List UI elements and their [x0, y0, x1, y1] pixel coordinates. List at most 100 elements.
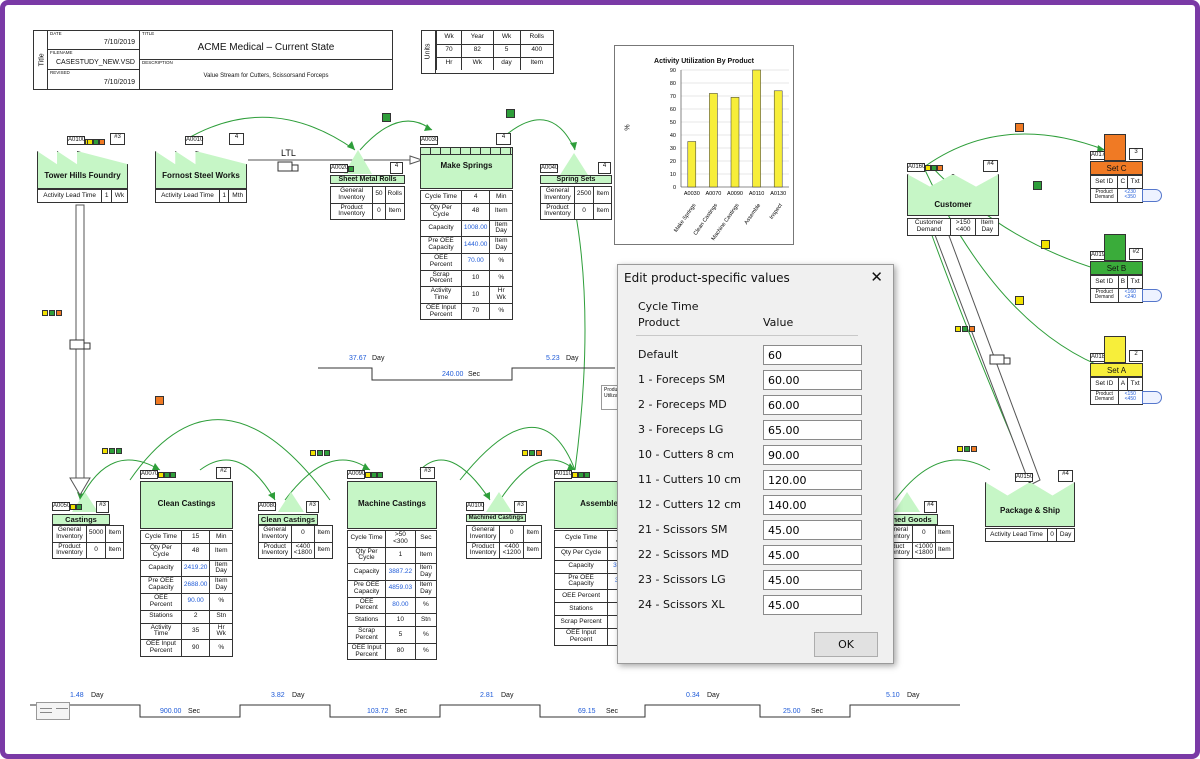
timeline-day-unit: Day	[292, 692, 305, 699]
supplier-name: Fornost Steel Works	[162, 171, 240, 180]
toggle-icon[interactable]	[1142, 289, 1162, 302]
row-label: Scrap Percent	[346, 626, 387, 644]
product-value-input[interactable]	[763, 470, 862, 490]
row-value[interactable]: 80	[385, 642, 416, 661]
inventory-triangle-icon	[278, 492, 304, 512]
row-value[interactable]: 10	[385, 613, 416, 628]
process-row: Stations5	[554, 602, 620, 617]
kanban-signal-icon	[1015, 123, 1024, 132]
row-value[interactable]: 70.00	[460, 252, 491, 271]
row-value[interactable]: 1440.00	[460, 236, 491, 254]
product-value-input[interactable]	[763, 495, 862, 515]
product-value-input[interactable]	[763, 520, 862, 540]
row-value[interactable]: 5	[385, 626, 416, 644]
product-label: 11 - Cutters 10 cm	[638, 473, 742, 486]
kanban-signal-icon	[1015, 296, 1024, 305]
process-data-table: Cycle Time>45 <140Qty Per Cycle1Capacity…	[554, 530, 620, 646]
supplier-name: Tower Hills Foundry	[44, 171, 121, 180]
title-block: Title DATE 7/10/2019 FILENAME CASESTUDY_…	[33, 30, 393, 90]
row-value[interactable]: 3097.4	[607, 559, 620, 574]
row-unit: Hr Wk	[489, 286, 513, 304]
row-label: Cycle Time	[420, 190, 462, 204]
row-value[interactable]: 2419.20	[180, 559, 211, 578]
product-value-input[interactable]	[763, 395, 862, 415]
chart-xtick: A0030	[684, 191, 700, 197]
row-value[interactable]: 1	[385, 546, 416, 565]
inventory-machined-castings[interactable]: A0100 #3 Machined Castings General Inven…	[465, 492, 542, 562]
chart-ytick: 60	[670, 107, 676, 113]
chart-bar	[709, 93, 718, 188]
customer[interactable]: A0160 #4 Customer Customer Demand>150 <4…	[907, 160, 999, 238]
supplier-fornost[interactable]: A0010 4 Fornost Steel Works Activity Lea…	[155, 133, 247, 207]
inventory-sheet-metal[interactable]: A0020 4 Sheet Metal Rolls General Invent…	[329, 150, 406, 221]
row-value[interactable]: 90	[180, 639, 211, 657]
row-value[interactable]: 80.00	[385, 596, 416, 615]
row-value[interactable]: 48	[460, 203, 491, 221]
row-value[interactable]: 35	[180, 622, 211, 641]
toggle-icon[interactable]	[1142, 391, 1162, 404]
kanban-signal-icon	[506, 109, 515, 118]
chart-xtick: A0110	[749, 191, 765, 197]
close-icon[interactable]: ✕	[870, 268, 883, 286]
row-value[interactable]: 70	[460, 302, 491, 321]
timeline-sec-unit: Sec	[606, 708, 619, 715]
row-value[interactable]: 4	[460, 190, 491, 204]
supplier-code: A0100	[67, 136, 86, 145]
process-name: Assemble	[580, 499, 618, 508]
row-value[interactable]: 90.00	[180, 592, 211, 611]
process-machine-castings[interactable]: A0090 #3 Machine Castings Cycle Time>50 …	[346, 467, 438, 661]
package-ship[interactable]: A0150 #4 Package & Ship Activity Lead Ti…	[985, 470, 1075, 545]
row-label: Activity Time	[420, 286, 462, 304]
chart-title: Activity Utilization By Product	[654, 58, 754, 65]
row-label: Stations	[346, 613, 387, 628]
row-value[interactable]: 15	[180, 530, 211, 544]
supplier-tower-hills[interactable]: A0100 #3 Tower Hills Foundry Activity Le…	[36, 133, 129, 207]
ok-button[interactable]: OK	[814, 632, 878, 657]
package-name: Package & Ship	[999, 506, 1061, 515]
row-label: Pre OEE Capacity	[346, 579, 387, 598]
row-value[interactable]: 10	[460, 286, 491, 304]
process-assemble[interactable]: A0110 Assemble Cycle Time>45 <140Qty Per…	[554, 467, 620, 647]
product-value-input[interactable]	[763, 370, 862, 390]
product-label: Default	[638, 348, 679, 361]
toggle-icon[interactable]	[1142, 189, 1162, 202]
description-label: DESCRIPTION	[142, 60, 173, 65]
filename-value: CASESTUDY_NEW.VSD	[56, 59, 135, 66]
row-value[interactable]: 48	[180, 543, 211, 561]
row-unit: Item Day	[209, 576, 233, 594]
product-value-input[interactable]	[763, 345, 862, 365]
row-label: Pre OEE Capacity	[554, 572, 609, 591]
row-value[interactable]: 2688.00	[180, 576, 211, 594]
row-value[interactable]: 2	[180, 609, 211, 624]
date-label: DATE	[50, 31, 62, 36]
row-value[interactable]: 7	[607, 615, 620, 630]
product-value-input[interactable]	[763, 570, 862, 590]
row-value[interactable]: 1008.00	[460, 219, 491, 238]
product-value-input[interactable]	[763, 595, 862, 615]
units-side-label: Units	[424, 43, 432, 60]
row-unit: Item Day	[209, 559, 233, 578]
inventory-clean-castings[interactable]: A0080 #3 Clean Castings General Inventor…	[258, 492, 333, 562]
row-value[interactable]: 4859.03	[385, 579, 416, 598]
row-value[interactable]: 10	[460, 269, 491, 288]
product-value-input[interactable]	[763, 545, 862, 565]
row-label: Activity Time	[140, 622, 182, 641]
product-value-input[interactable]	[763, 445, 862, 465]
row-value[interactable]: >50 <300	[385, 530, 416, 548]
chart-xname: Inspect	[769, 202, 784, 220]
row-value[interactable]: 3887.22	[385, 563, 416, 581]
product-value-input[interactable]	[763, 420, 862, 440]
